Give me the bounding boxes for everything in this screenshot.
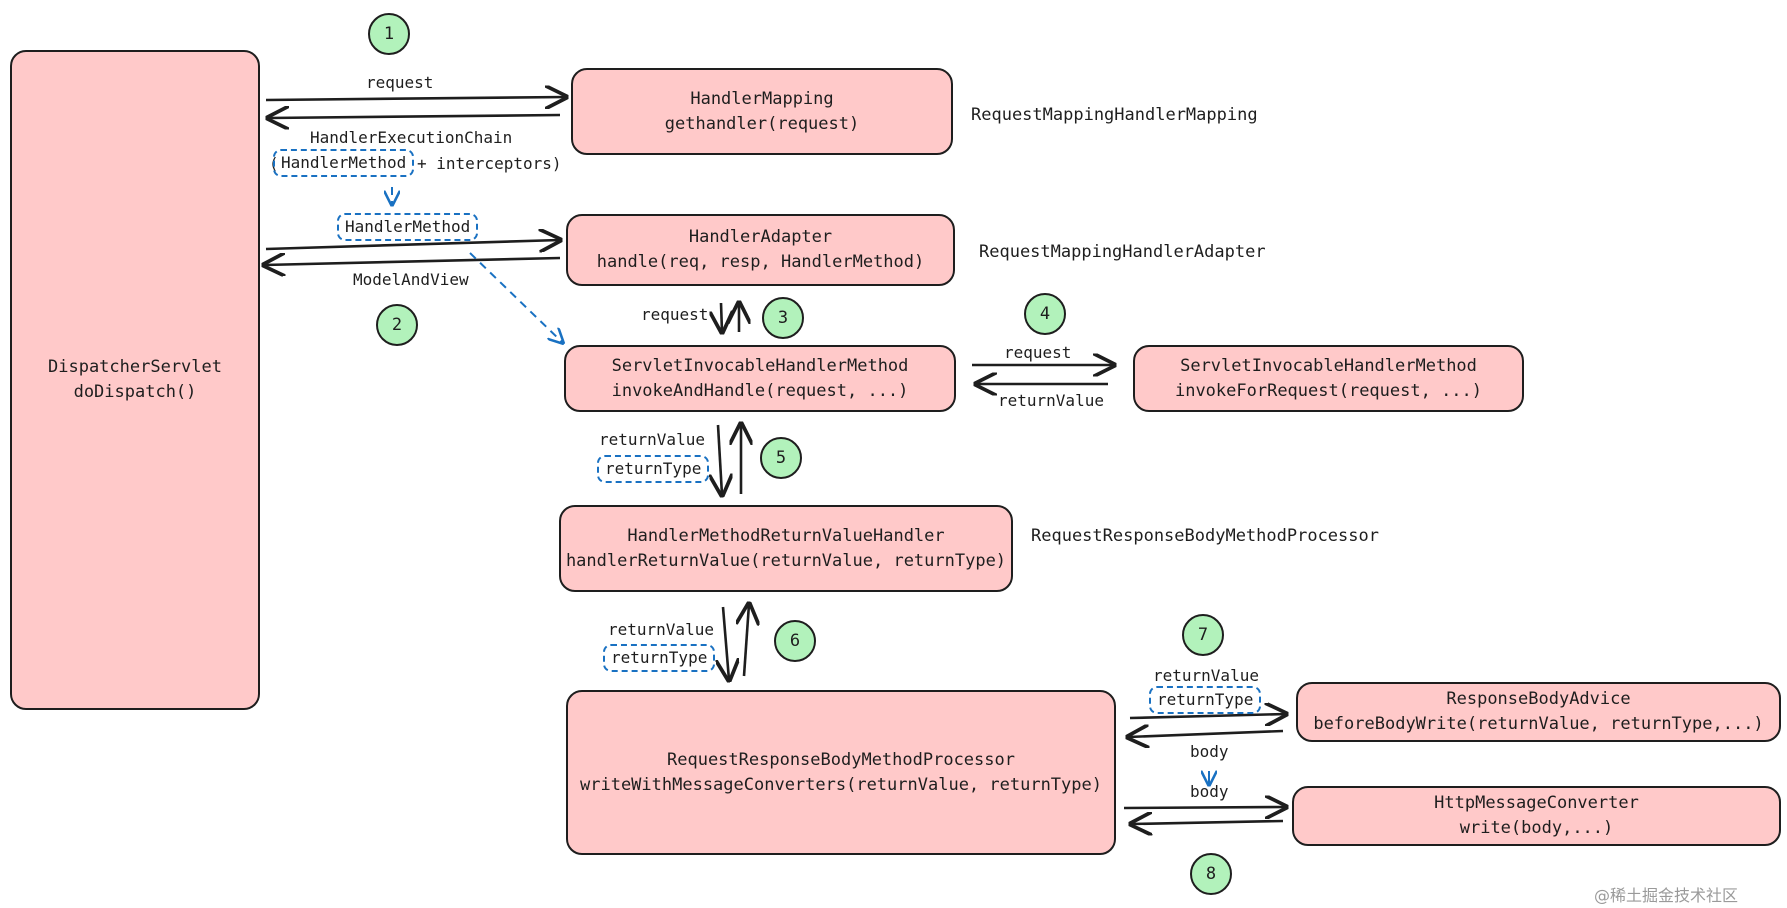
step-1-marker: 1 bbox=[368, 13, 410, 55]
handler-mapping-box: HandlerMapping gethandler(request) bbox=[571, 68, 953, 155]
step-5-marker: 5 bbox=[760, 437, 802, 479]
step-2-marker: 2 bbox=[376, 304, 418, 346]
handler-impl-label: RequestResponseBodyMethodProcessor bbox=[1031, 526, 1379, 546]
label-handler-execution-chain: HandlerExecutionChain bbox=[310, 128, 513, 147]
label-request-1: request bbox=[366, 73, 434, 92]
label-return-value-4: returnValue bbox=[998, 391, 1104, 410]
label-return-value-7: returnValue bbox=[1153, 666, 1259, 685]
body-method-processor-method: writeWithMessageConverters(returnValue, … bbox=[580, 774, 1102, 795]
arrow-7-right bbox=[1129, 714, 1286, 718]
label-body-1: body bbox=[1190, 742, 1229, 761]
dispatcher-servlet-method: doDispatch() bbox=[73, 382, 197, 402]
label-model-and-view: ModelAndView bbox=[353, 270, 469, 289]
label-body-2: body bbox=[1190, 782, 1229, 801]
arrow-7-left bbox=[1128, 731, 1284, 737]
arrow-handlermethod-to-adapter bbox=[265, 240, 560, 249]
invocable-handler-method-box: ServletInvocableHandlerMethod invokeAndH… bbox=[564, 345, 956, 412]
label-request-3: request bbox=[641, 305, 709, 324]
arrow-modelandview-return bbox=[264, 258, 561, 265]
arrow-request-down bbox=[721, 302, 722, 332]
label-chain-handler-method: HandlerMethod bbox=[273, 149, 415, 177]
http-message-converter-title: HttpMessageConverter bbox=[1434, 793, 1639, 813]
arrow-6-down bbox=[723, 606, 729, 680]
invocable-handler-method-title: ServletInvocableHandlerMethod bbox=[611, 355, 909, 376]
arrow-8-left bbox=[1131, 821, 1284, 824]
response-body-advice-title: ResponseBodyAdvice bbox=[1446, 689, 1631, 709]
arrow-5-down bbox=[718, 424, 722, 495]
label-return-type-6: returnType bbox=[603, 644, 716, 672]
step-8-marker: 8 bbox=[1190, 853, 1232, 895]
dashed-handlermethod-to-invocable bbox=[469, 252, 563, 343]
arrow-6-up bbox=[744, 604, 749, 677]
label-return-type-5: returnType bbox=[597, 455, 710, 483]
body-method-processor-title: RequestResponseBodyMethodProcessor bbox=[667, 749, 1015, 770]
invoke-for-request-title: ServletInvocableHandlerMethod bbox=[1180, 355, 1477, 376]
arrow-request-to-mapping bbox=[265, 97, 566, 100]
return-value-handler-title: HandlerMethodReturnValueHandler bbox=[627, 525, 945, 546]
invoke-for-request-box: ServletInvocableHandlerMethod invokeForR… bbox=[1133, 345, 1524, 412]
invoke-for-request-method: invokeForRequest(request, ...) bbox=[1174, 380, 1483, 401]
step-6-marker: 6 bbox=[774, 620, 816, 662]
label-handler-method: HandlerMethod bbox=[337, 213, 479, 241]
label-request-4: request bbox=[1004, 343, 1072, 362]
arrow-8-right bbox=[1123, 807, 1286, 808]
handler-adapter-box: HandlerAdapter handle(req, resp, Handler… bbox=[566, 214, 955, 286]
label-return-value-5: returnValue bbox=[599, 430, 705, 449]
watermark: @稀土掘金技术社区 bbox=[1594, 886, 1739, 905]
arrow-chain-return bbox=[268, 115, 561, 118]
label-return-type-7: returnType bbox=[1149, 686, 1262, 714]
http-message-converter-method: write(body,...) bbox=[1459, 818, 1614, 838]
handler-mapping-method: gethandler(request) bbox=[664, 113, 860, 134]
response-body-advice-method: beforeBodyWrite(returnValue, returnType,… bbox=[1313, 714, 1764, 734]
response-body-advice-box: ResponseBodyAdvice beforeBodyWrite(retur… bbox=[1296, 682, 1781, 742]
step-7-marker: 7 bbox=[1182, 614, 1224, 656]
handler-adapter-method: handle(req, resp, HandlerMethod) bbox=[596, 252, 925, 272]
mapping-impl-label: RequestMappingHandlerMapping bbox=[971, 105, 1258, 125]
handler-adapter-title: HandlerAdapter bbox=[688, 227, 833, 247]
label-return-value-6: returnValue bbox=[608, 620, 714, 639]
adapter-impl-label: RequestMappingHandlerAdapter bbox=[979, 242, 1266, 262]
step-4-marker: 4 bbox=[1024, 293, 1066, 335]
label-chain-interceptors: + interceptors) bbox=[417, 154, 562, 173]
handler-mapping-title: HandlerMapping bbox=[690, 88, 834, 109]
invocable-handler-method-method: invokeAndHandle(request, ...) bbox=[611, 380, 909, 401]
http-message-converter-box: HttpMessageConverter write(body,...) bbox=[1292, 786, 1781, 846]
step-3-marker: 3 bbox=[762, 297, 804, 339]
return-value-handler-box: HandlerMethodReturnValueHandler handlerR… bbox=[559, 505, 1013, 592]
dispatcher-servlet-box: DispatcherServlet doDispatch() bbox=[10, 50, 260, 710]
return-value-handler-method: handlerReturnValue(returnValue, returnTy… bbox=[565, 550, 1007, 571]
body-method-processor-box: RequestResponseBodyMethodProcessor write… bbox=[566, 690, 1116, 855]
dispatcher-servlet-title: DispatcherServlet bbox=[48, 357, 222, 377]
